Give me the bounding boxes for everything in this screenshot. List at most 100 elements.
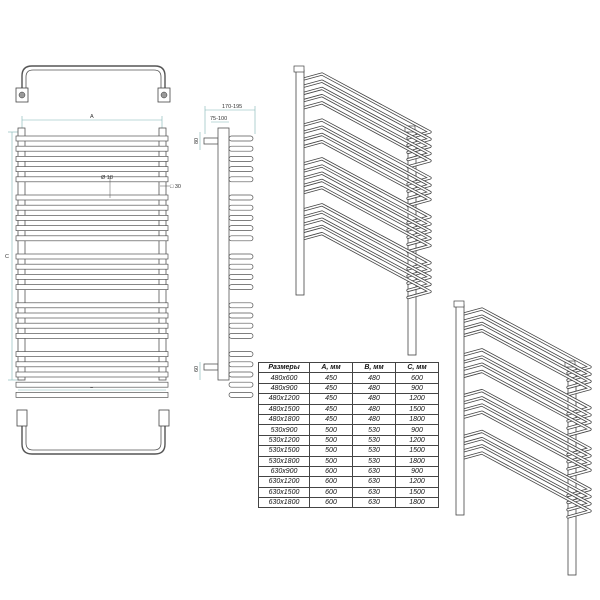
- side-rung: [228, 392, 254, 398]
- front-rung: [15, 371, 169, 378]
- table-cell: 530x1500: [258, 445, 310, 457]
- side-dim-bottom: 60: [194, 366, 200, 372]
- front-rung: [15, 333, 169, 339]
- side-rung: [228, 225, 254, 231]
- table-cell: 480x1500: [258, 403, 310, 415]
- dim-label-a: A: [90, 114, 94, 120]
- table-cell: 500: [309, 434, 353, 447]
- side-rung: [228, 302, 254, 309]
- table-cell: 500: [309, 445, 353, 457]
- front-rung: [15, 156, 169, 162]
- isometric-view-tall: [293, 65, 432, 356]
- top-plan-view: [15, 65, 171, 103]
- side-rung: [228, 253, 254, 260]
- table-cell: 630: [352, 476, 396, 488]
- front-rung: [15, 263, 169, 270]
- front-rung: [15, 204, 169, 211]
- header-a: А, мм: [309, 361, 353, 374]
- front-rung: [15, 225, 169, 231]
- header-c: С, мм: [395, 361, 439, 374]
- table-cell: 480: [352, 413, 396, 426]
- side-view: 170-195 75-100 80 60: [194, 104, 256, 398]
- side-rung: [228, 215, 254, 221]
- table-cell: 630x1800: [258, 497, 310, 509]
- table-cell: 600: [309, 486, 353, 499]
- table-cell: 600: [395, 372, 439, 384]
- side-rung: [228, 333, 254, 339]
- header-sizes: Размеры: [258, 361, 310, 374]
- table-cell: 630: [352, 486, 396, 499]
- dim-label-c: C: [5, 254, 9, 260]
- table-cell: 450: [309, 382, 353, 395]
- table-cell: 1200: [395, 393, 439, 405]
- side-rung: [228, 351, 254, 357]
- front-rung: [15, 135, 169, 142]
- side-rung: [228, 312, 254, 319]
- side-dim-outer: 170-195: [222, 104, 242, 110]
- isometric-view-lower: [453, 300, 592, 576]
- table-cell: 530: [352, 445, 396, 457]
- table-cell: 630: [352, 497, 396, 509]
- side-rung: [228, 381, 254, 388]
- table-cell: 600: [309, 476, 353, 488]
- side-rung: [228, 204, 254, 211]
- table-cell: 530x900: [258, 424, 310, 436]
- table-cell: 530: [352, 434, 396, 447]
- side-rung: [228, 194, 254, 201]
- front-rung: [15, 176, 169, 183]
- table-cell: 1200: [395, 476, 439, 488]
- side-rung: [228, 371, 254, 378]
- table-cell: 480x1200: [258, 393, 310, 405]
- table-cell: 530: [352, 424, 396, 436]
- side-rung: [228, 361, 254, 368]
- side-rung: [228, 156, 254, 162]
- front-rung: [15, 253, 169, 260]
- side-rung: [228, 284, 254, 290]
- front-rung: [15, 166, 169, 172]
- side-rung: [228, 176, 254, 183]
- front-rung: [15, 381, 169, 388]
- front-rung: [15, 284, 169, 290]
- profile-label: □ 30: [170, 184, 181, 190]
- front-rung: [15, 194, 169, 201]
- table-cell: 450: [309, 372, 353, 384]
- side-rungs: [228, 135, 254, 398]
- front-rungs: [15, 135, 169, 398]
- front-rung: [15, 274, 169, 280]
- table-cell: 900: [395, 382, 439, 395]
- front-rung: [15, 361, 169, 368]
- table-cell: 450: [309, 413, 353, 426]
- pipe-diameter-label: Ø 18: [101, 175, 113, 181]
- side-collector: [217, 127, 230, 381]
- table-cell: 630x1200: [258, 476, 310, 488]
- table-cell: 1500: [395, 403, 439, 415]
- table-cell: 900: [395, 424, 439, 436]
- table-cell: 600: [309, 497, 353, 509]
- size-table-header: Размеры А, мм В, мм С, мм: [258, 361, 439, 374]
- table-cell: 480x900: [258, 382, 310, 395]
- side-rung: [228, 135, 254, 142]
- table-cell: 1800: [395, 497, 439, 509]
- table-cell: 530x1200: [258, 434, 310, 447]
- table-cell: 630x1500: [258, 486, 310, 499]
- table-cell: 450: [309, 403, 353, 415]
- front-rung: [15, 302, 169, 309]
- table-cell: 600: [309, 465, 353, 478]
- side-rung: [228, 166, 254, 172]
- table-cell: 480: [352, 403, 396, 415]
- front-rung: [15, 351, 169, 357]
- table-cell: 1200: [395, 434, 439, 447]
- side-dim-inner: 75-100: [210, 116, 227, 122]
